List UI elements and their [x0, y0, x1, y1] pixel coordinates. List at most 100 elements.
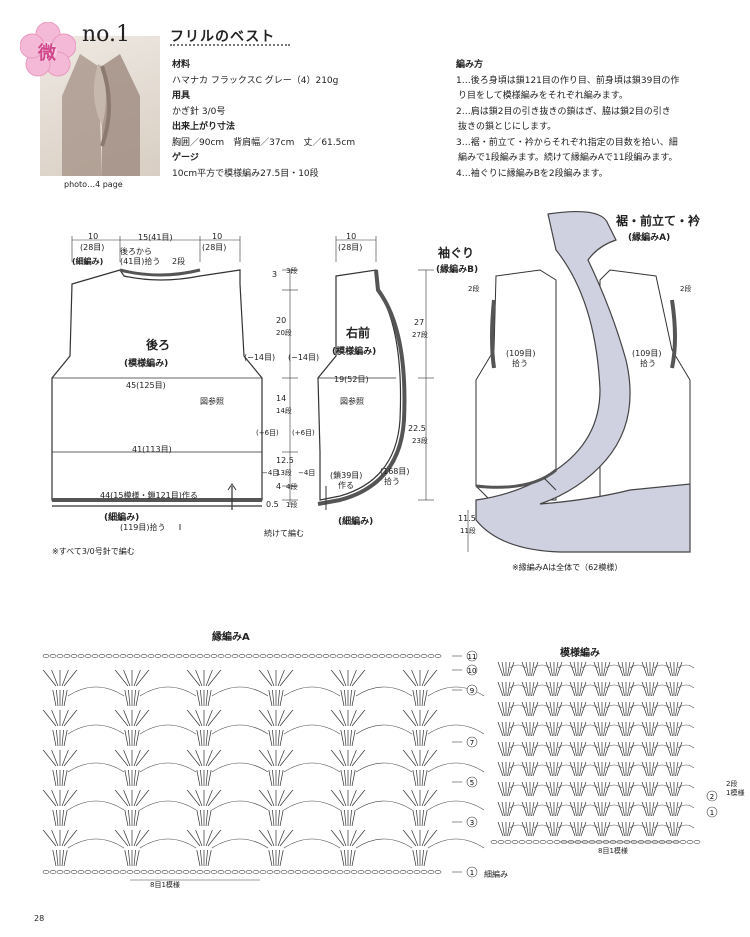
stitch-mark: [42, 749, 57, 767]
stitch-mark: [545, 781, 552, 797]
chain-arc: [677, 804, 695, 809]
stitch-mark: [421, 689, 424, 707]
stitch-mark: [651, 741, 655, 757]
stitch-mark: [549, 741, 553, 757]
stitch-mark: [652, 721, 659, 737]
stitch-mark: [651, 781, 655, 797]
stitch-mark: [507, 721, 511, 737]
chain-stitch: [70, 870, 78, 874]
stitch-mark: [207, 669, 222, 687]
chart-b-repeat-rows: 2段 1模様: [726, 780, 744, 798]
stitch-mark: [501, 801, 505, 817]
stitch-mark: [556, 701, 563, 717]
dim-27-rows: 27段: [412, 331, 428, 339]
stitch-mark: [651, 801, 655, 817]
chain-stitch: [70, 654, 78, 658]
stitch-mark: [669, 661, 673, 677]
chain-arc: [557, 784, 575, 789]
assembled-note: ※縁編みAは全体で（62模様）: [512, 563, 623, 572]
stitch-mark: [330, 749, 345, 767]
stitch-mark: [645, 681, 649, 697]
stitch-mark: [42, 829, 57, 847]
stitch-mark: [531, 681, 535, 697]
stitch-mark: [421, 789, 429, 807]
back-top-mid: 15(41目): [138, 233, 173, 242]
stitch-mark: [205, 729, 208, 747]
chain-arc: [653, 824, 671, 829]
stitch-mark: [555, 801, 559, 817]
chain-stitch: [371, 870, 379, 874]
stitch-mark: [579, 801, 583, 817]
stitch-mark: [344, 849, 347, 867]
stitch-mark: [579, 761, 583, 777]
stitch-mark: [330, 829, 345, 847]
stitch-mark: [135, 749, 150, 767]
stitch-mark: [279, 669, 294, 687]
chain-stitch: [203, 654, 211, 658]
row-label: 3: [470, 819, 474, 827]
stitch-mark: [675, 781, 679, 797]
stitch-mark: [628, 741, 635, 757]
stitch-mark: [195, 669, 203, 687]
stitch-mark: [52, 729, 57, 747]
chain-arc: [211, 686, 269, 697]
dim-20: 20: [276, 316, 287, 325]
stitch-mark: [200, 689, 203, 707]
chain-arc: [355, 800, 413, 811]
stitch-mark: [531, 741, 535, 757]
chain-stitch: [259, 654, 267, 658]
stitch-mark: [501, 681, 505, 697]
stitch-mark: [675, 681, 679, 697]
title-dots: [170, 44, 290, 50]
inc-left: (+6目): [256, 429, 279, 437]
chain-stitch: [210, 654, 218, 658]
chain-stitch: [336, 654, 344, 658]
stitch-mark: [277, 669, 285, 687]
stitch-mark: [627, 661, 631, 677]
stitch-mark: [349, 689, 352, 707]
chain-arc: [605, 684, 623, 689]
stitch-mark: [351, 769, 356, 787]
stitch-mark: [521, 821, 528, 837]
stitch-mark: [61, 809, 64, 827]
stitch-mark: [545, 681, 552, 697]
stitch-mark: [340, 849, 345, 867]
stitch-mark: [508, 821, 515, 837]
stitch-mark: [628, 801, 635, 817]
chain-arc: [67, 838, 125, 849]
assembled-vest-outline: [475, 269, 557, 501]
chain-arc: [509, 704, 527, 709]
pick-left: (109目): [506, 349, 536, 358]
stitch-mark: [351, 789, 366, 807]
chain-arc: [211, 762, 269, 773]
chain-stitch: [252, 870, 260, 874]
chart-b-repeat-label2: 1模様: [726, 789, 745, 797]
stitch-mark: [669, 761, 673, 777]
page-number: 28: [34, 914, 45, 923]
back-top-left-sub: (28目): [80, 243, 105, 252]
stitch-mark: [61, 769, 64, 787]
chain-arc: [211, 800, 269, 811]
chain-arc: [581, 724, 599, 729]
stitch-mark: [617, 781, 624, 797]
stitch-mark: [279, 769, 284, 787]
stitch-mark: [531, 661, 535, 677]
chain-stitch: [133, 870, 141, 874]
chain-arc: [67, 762, 125, 773]
stitch-mark: [135, 669, 150, 687]
instruction-line: 2…肩は鎖2目の引き抜きの鎖はぎ、脇は鎖2目の引き: [456, 106, 671, 117]
stitch-mark: [593, 761, 600, 777]
stitch-mark: [507, 821, 511, 837]
stitch-mark: [423, 809, 428, 827]
stitch-mark: [521, 781, 528, 797]
stitch-mark: [645, 741, 649, 757]
chain-stitch: [245, 654, 253, 658]
stitch-mark: [497, 801, 504, 817]
stitch-mark: [651, 721, 655, 737]
back-neck-edge: (細編み): [72, 257, 104, 266]
front-top-sub: (28目): [338, 243, 363, 252]
stitch-mark: [628, 661, 635, 677]
row-label: 10: [468, 667, 477, 675]
stitch-mark: [652, 801, 659, 817]
back-pickup-count: (41目)拾う: [120, 257, 161, 266]
